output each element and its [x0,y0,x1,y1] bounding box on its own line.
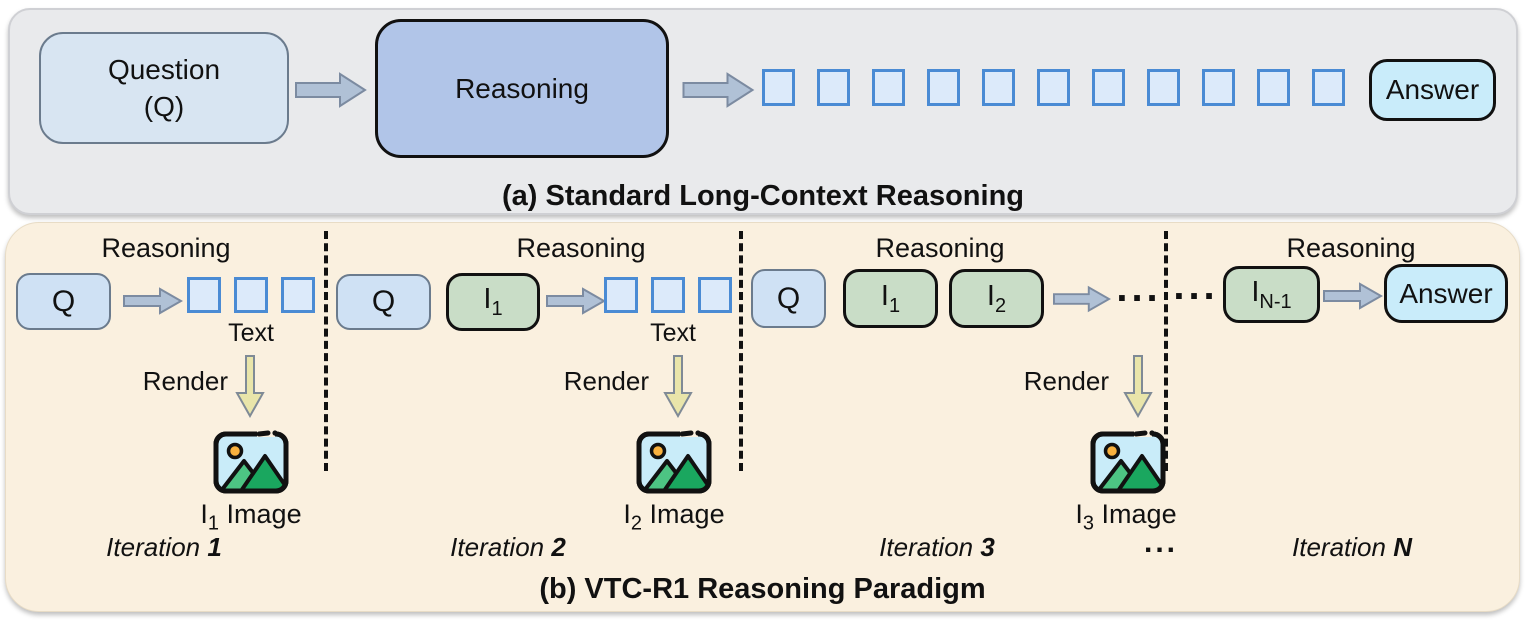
render-label: Render [142,366,228,396]
render-label: Render [1023,366,1109,396]
image-context-label: I2 [986,279,1007,317]
render-label: Render [563,366,649,396]
question-q-box: Q [16,273,111,330]
token-squares-row [604,277,732,313]
token-squares-row [762,69,1345,106]
reasoning-box: Reasoning [375,19,669,158]
q-box-label: Q [776,281,801,315]
iteration-label: Iteration 3 [879,532,995,562]
render-arrow-icon [236,355,264,417]
iteration-label: Iteration N [1292,532,1412,562]
image-caption: I2 Image [623,499,725,535]
flow-arrow-icon [546,288,605,314]
answer-box-label: Answer [1385,74,1480,105]
answer-box: Answer [1384,264,1508,323]
token-square [982,69,1015,106]
flow-arrow-icon [1053,286,1111,312]
rendered-image-icon [636,429,712,496]
ellipsis: ... [1116,266,1162,310]
token-square [817,69,850,106]
question-box-label: Question (Q) [107,54,221,122]
text-label: Text [650,319,696,347]
token-square [234,277,268,313]
token-square [1202,69,1235,106]
iteration-separator [1164,231,1168,471]
iteration-label: Iteration 1 [106,532,222,562]
token-square [1092,69,1125,106]
token-square [872,69,905,106]
image-caption: I1 Image [200,499,302,535]
image-context-label: I1 [880,279,901,317]
image-context-box: I2 [949,269,1044,328]
flow-arrow-icon [682,73,754,107]
token-square [281,277,315,313]
question-box: Question (Q) [39,32,289,144]
question-q-box: Q [336,274,431,330]
q-box-label: Q [51,284,76,318]
reasoning-step-label: Reasoning [101,233,231,263]
answer-box-label: Answer [1399,277,1493,309]
image-caption: I3 Image [1075,499,1177,535]
answer-box: Answer [1369,59,1496,121]
token-squares-row [187,277,315,313]
question-q-box: Q [751,269,826,328]
iteration-separator [739,231,743,471]
iteration-separator [324,231,328,471]
panel-b-caption: (b) VTC-R1 Reasoning Paradigm [539,573,986,605]
rendered-image-icon [213,429,289,496]
render-arrow-icon [664,355,692,417]
q-box-label: Q [371,285,396,318]
reasoning-step-label: Reasoning [516,233,646,263]
ellipsis: ... [1173,264,1219,308]
token-square [1147,69,1180,106]
panel-a-caption: (a) Standard Long-Context Reasoning [502,180,1024,212]
text-label: Text [228,319,274,347]
token-square [927,69,960,106]
token-square [1312,69,1345,106]
token-square [187,277,221,313]
panel-vtc-r1: Reasoning Q Text Render I1 Image Iterati… [5,222,1520,612]
reasoning-step-label: Reasoning [1286,233,1416,263]
iteration-label: Iteration 2 [450,532,566,562]
rendered-image-icon [1090,429,1166,496]
token-square [762,69,795,106]
image-context-label: IN-1 [1251,275,1292,313]
flow-arrow-icon [1323,283,1382,309]
image-context-box: IN-1 [1223,266,1320,323]
image-context-box: I1 [843,269,938,328]
reasoning-box-label: Reasoning [455,72,589,104]
token-square [604,277,638,313]
token-square [1037,69,1070,106]
panel-standard-reasoning: Question (Q) Reasoning Answer (a) Standa… [8,8,1518,215]
token-square [651,277,685,313]
token-square [698,277,732,313]
ellipsis: ... [1143,526,1178,559]
render-arrow-icon [1124,355,1152,417]
reasoning-step-label: Reasoning [875,233,1005,263]
token-square [1257,69,1290,106]
flow-arrow-icon [123,288,182,314]
flow-arrow-icon [295,73,366,107]
image-context-box: I1 [446,273,540,331]
image-context-label: I1 [483,283,503,320]
